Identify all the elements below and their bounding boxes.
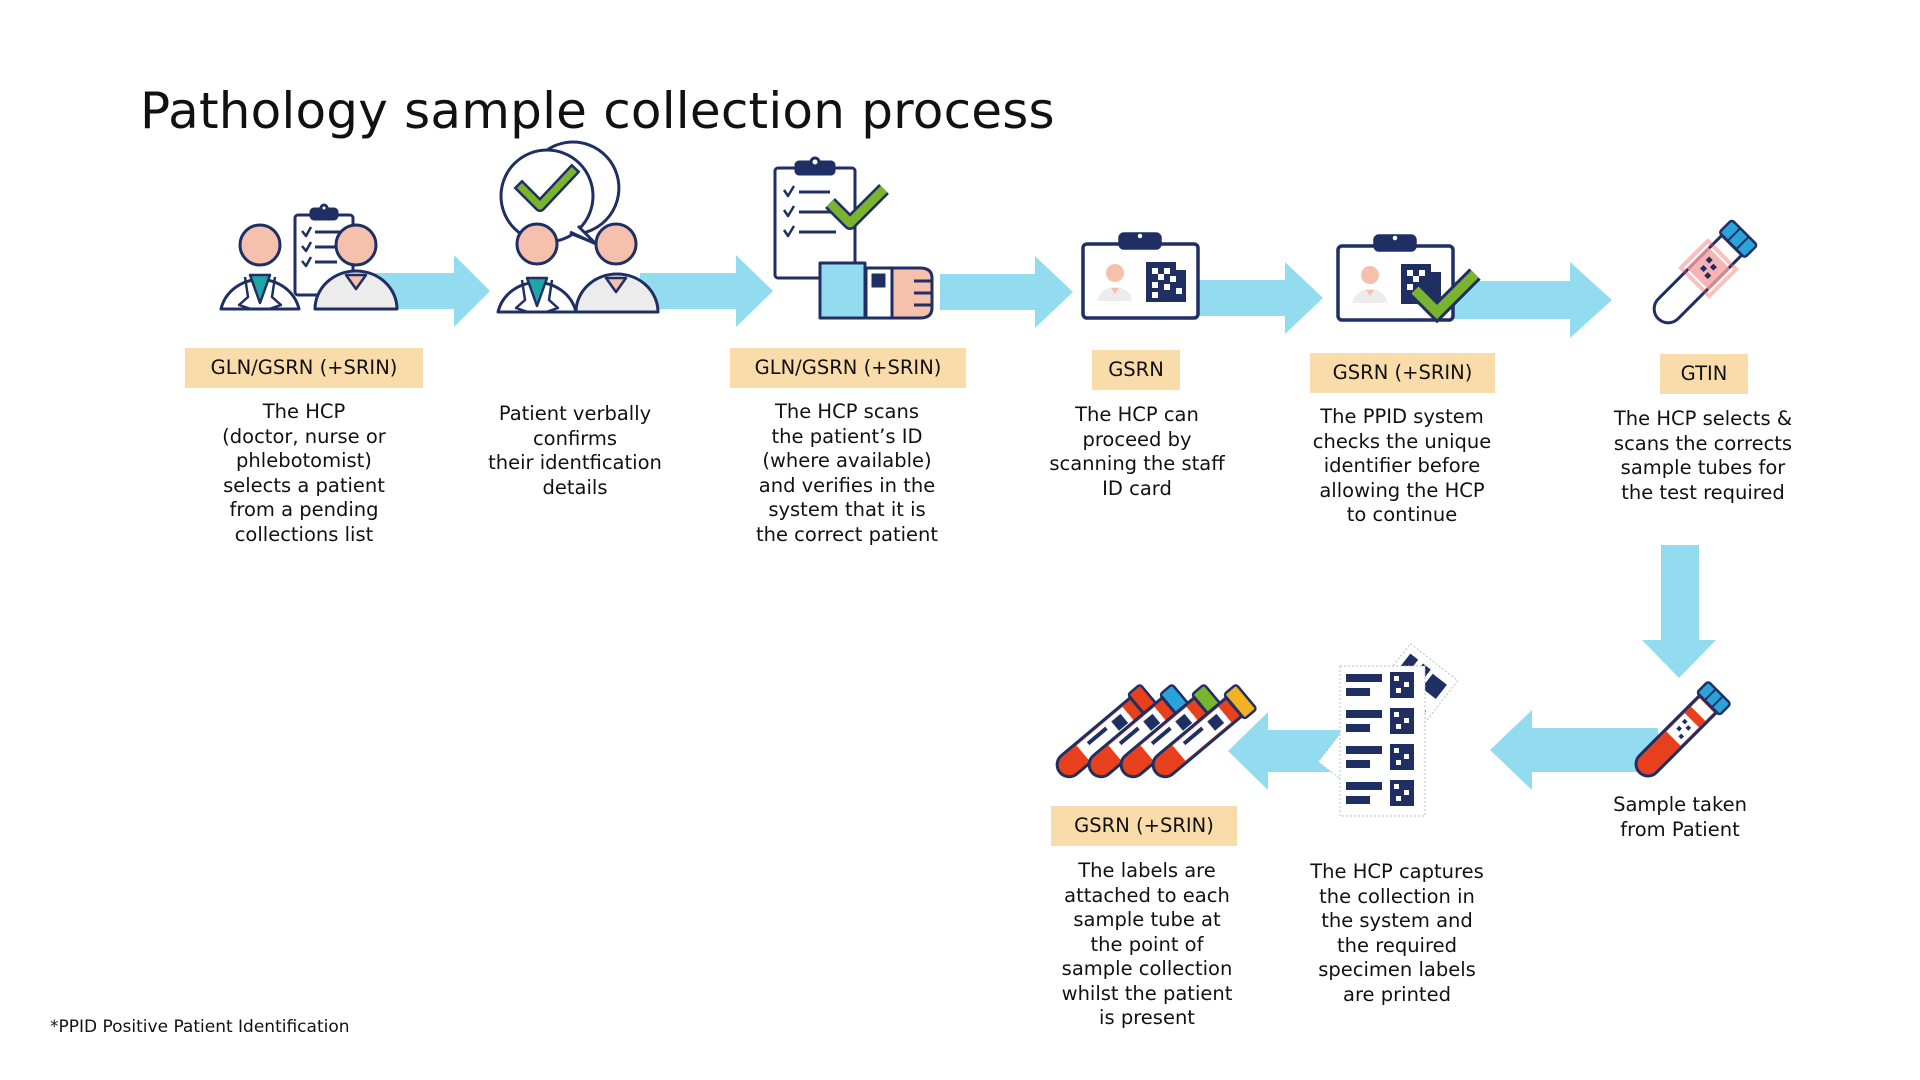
empty-sample-tube-scan-icon — [1652, 219, 1758, 325]
flow-arrow-8-9 — [1228, 712, 1341, 790]
step-2-description: Patient verbally confirms their identfic… — [488, 402, 662, 499]
identifier-badge-step-3: GLN/GSRN (+SRIN) — [730, 348, 966, 388]
identifier-badge-step-6: GTIN — [1660, 354, 1748, 394]
step-1-description: The HCP (doctor, nurse or phlebotomist) … — [222, 400, 386, 546]
flow-arrow-4-5 — [1190, 262, 1323, 334]
clipboard-wristband-scan-icon — [773, 156, 934, 320]
flow-arrow-1-2 — [372, 255, 490, 327]
staff-id-card-icon — [1081, 232, 1200, 320]
step-9-description: The labels are attached to each sample t… — [1061, 859, 1233, 1029]
staff-id-card-verified-icon — [1336, 234, 1481, 324]
footnote: *PPID Positive Patient Identification — [50, 1017, 350, 1037]
flow-arrow-7-8 — [1490, 710, 1658, 790]
step-6-description: The HCP selects & scans the corrects sam… — [1613, 407, 1793, 504]
flow-arrow-2-3 — [640, 255, 773, 327]
step-4-description: The HCP can proceed by scanning the staf… — [1049, 403, 1225, 500]
step-5-description: The PPID system checks the unique identi… — [1312, 405, 1492, 526]
labelled-sample-tubes-icon — [1055, 684, 1257, 779]
step-3-description: The HCP scans the patient’s ID (where av… — [755, 400, 939, 546]
step-7-description: Sample taken from Patient — [1613, 793, 1747, 841]
identifier-badge-step-5: GSRN (+SRIN) — [1310, 353, 1495, 393]
speech-bubble-check-icon — [496, 140, 660, 314]
step-8-description: The HCP captures the collection in the s… — [1310, 860, 1484, 1006]
identifier-badge-step-9: GSRN (+SRIN) — [1051, 806, 1237, 846]
identifier-badge-step-1: GLN/GSRN (+SRIN) — [185, 348, 423, 388]
identifier-badge-step-4: GSRN — [1092, 350, 1180, 390]
filled-sample-tube-icon — [1634, 681, 1731, 778]
flow-arrow-5-6 — [1440, 262, 1612, 338]
flow-arrow-3-4 — [940, 256, 1073, 328]
doctor-patient-clipboard-icon — [219, 203, 399, 311]
flow-arrow-6-7 — [1642, 545, 1716, 678]
printed-specimen-labels-icon — [1317, 642, 1459, 817]
page-title: Pathology sample collection process — [140, 82, 1055, 140]
